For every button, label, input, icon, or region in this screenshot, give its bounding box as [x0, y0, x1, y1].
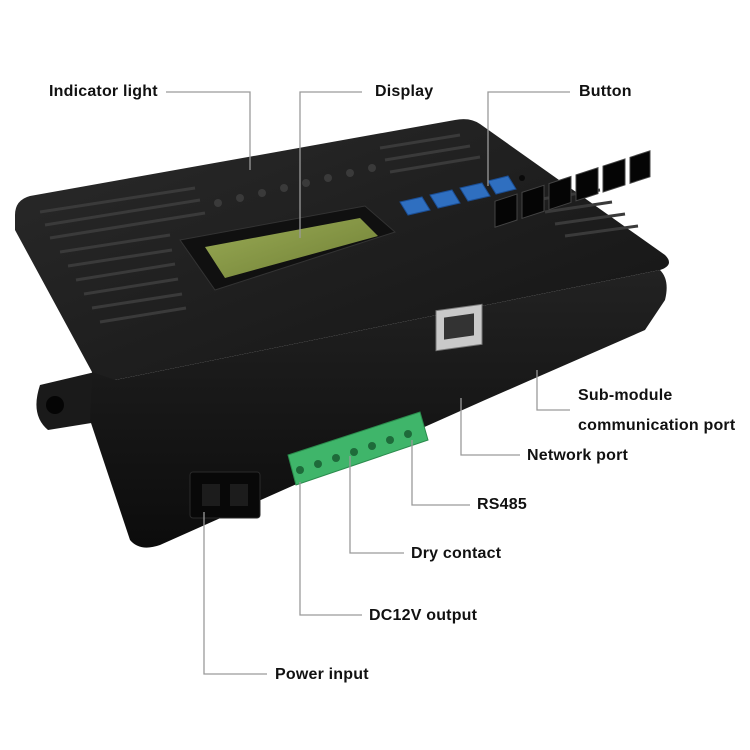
vent-slots-left [39, 186, 206, 324]
label-sub-module-line2: communication port [578, 417, 736, 434]
mounting-hole [46, 396, 64, 414]
sub-module-ports [494, 150, 651, 228]
display-screen [205, 218, 378, 278]
front-panel-buttons [399, 175, 517, 216]
label-rs485: RS485 [477, 496, 527, 513]
label-dry-contact: Dry contact [411, 545, 502, 562]
label-display: Display [375, 83, 434, 100]
label-network-port: Network port [527, 447, 629, 464]
reset-hole [519, 175, 525, 181]
label-sub-module-line1: Sub-module [578, 387, 673, 404]
label-indicator-light: Indicator light [49, 83, 158, 100]
power-socket [189, 471, 261, 519]
label-power-input: Power input [275, 666, 369, 683]
label-dc12v-output: DC12V output [369, 607, 478, 624]
terminal-block [287, 411, 429, 486]
indicator-leds [214, 164, 376, 207]
label-button: Button [579, 83, 632, 100]
leader-lines [166, 91, 570, 675]
